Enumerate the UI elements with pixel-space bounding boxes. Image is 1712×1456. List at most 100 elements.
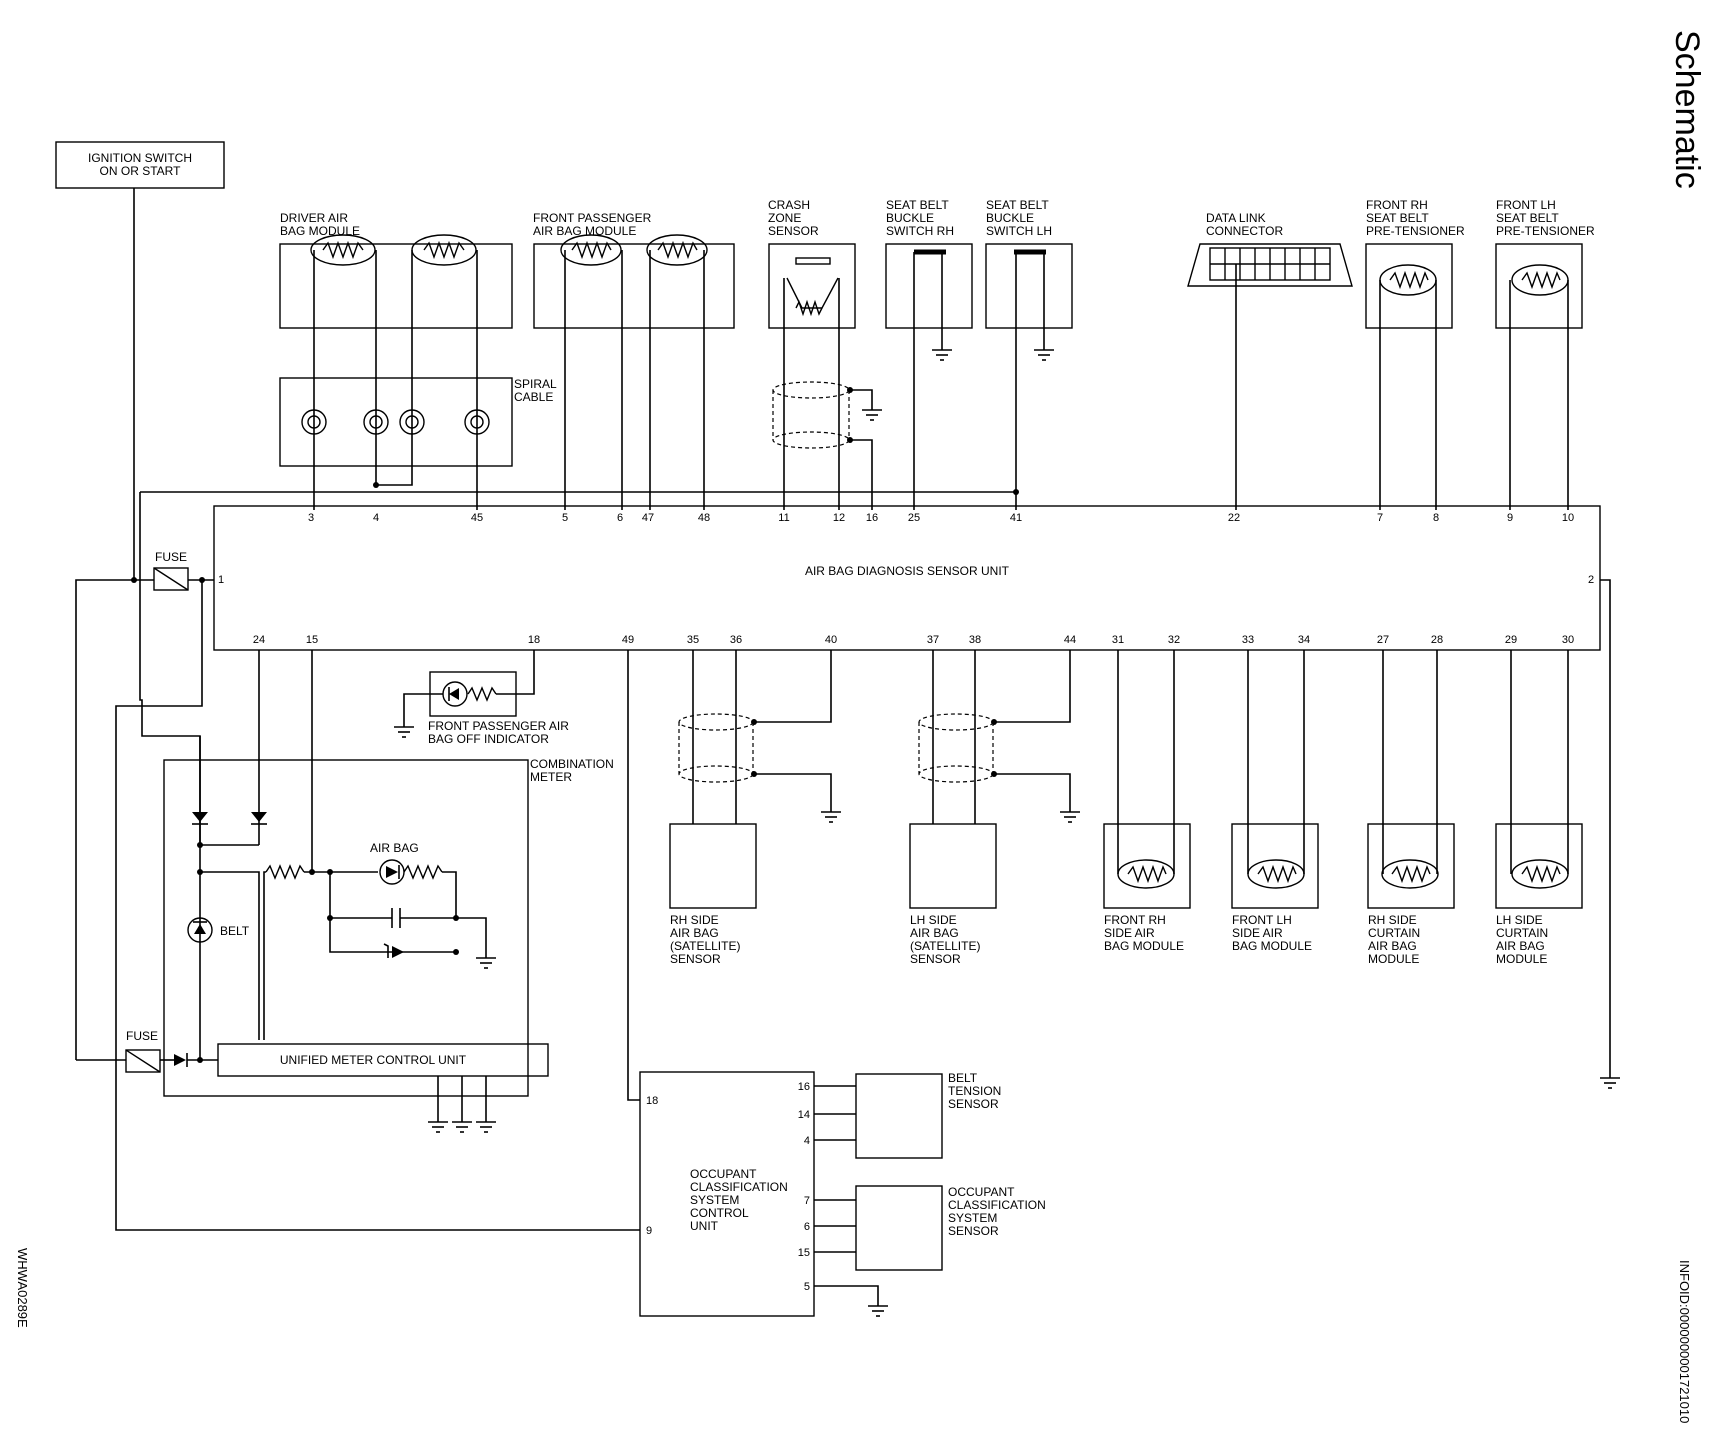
svg-text:6: 6 [617, 512, 623, 524]
svg-text:41: 41 [1010, 512, 1022, 524]
svg-text:PRE-TENSIONER: PRE-TENSIONER [1496, 224, 1595, 238]
svg-text:(SATELLITE): (SATELLITE) [910, 939, 980, 953]
svg-text:SPIRAL: SPIRAL [514, 377, 557, 391]
front-passenger-airbag-off-indicator: FRONT PASSENGER AIR BAG OFF INDICATOR [428, 671, 569, 746]
svg-text:31: 31 [1112, 634, 1124, 646]
svg-text:CLASSIFICATION: CLASSIFICATION [948, 1198, 1046, 1212]
crash-zone-sensor: CRASH ZONE SENSOR [768, 198, 856, 329]
svg-text:12: 12 [833, 512, 845, 524]
svg-text:CLASSIFICATION: CLASSIFICATION [690, 1180, 788, 1194]
combination-meter: COMBINATION METER [163, 757, 614, 1097]
svg-text:1: 1 [218, 574, 224, 586]
svg-text:BUCKLE: BUCKLE [986, 211, 1034, 225]
svg-text:38: 38 [969, 634, 981, 646]
svg-text:ZONE: ZONE [768, 211, 801, 225]
svg-text:CONTROL: CONTROL [690, 1206, 749, 1220]
svg-text:CURTAIN: CURTAIN [1368, 926, 1420, 940]
svg-text:SENSOR: SENSOR [948, 1224, 999, 1238]
fuse-2: FUSE [125, 1029, 161, 1073]
rh-side-curtain-airbag-module: RH SIDE CURTAIN AIR BAG MODULE [1367, 650, 1455, 966]
top-pin-labels: 3 4 45 5 6 47 48 11 12 16 25 41 22 7 8 9… [308, 512, 1574, 524]
svg-text:BELT: BELT [948, 1071, 978, 1085]
svg-text:16: 16 [866, 512, 878, 524]
svg-text:IGNITION SWITCH: IGNITION SWITCH [88, 151, 192, 165]
svg-text:(SATELLITE): (SATELLITE) [670, 939, 740, 953]
svg-text:METER: METER [530, 770, 572, 784]
svg-text:FRONT RH: FRONT RH [1366, 198, 1428, 212]
svg-text:FRONT RH: FRONT RH [1104, 913, 1166, 927]
svg-text:AIR BAG: AIR BAG [1368, 939, 1417, 953]
svg-text:BAG MODULE: BAG MODULE [1232, 939, 1312, 953]
svg-text:RH SIDE: RH SIDE [670, 913, 719, 927]
front-lh-pretensioner: FRONT LH SEAT BELT PRE-TENSIONER [1495, 198, 1595, 329]
svg-text:14: 14 [798, 1109, 810, 1121]
svg-text:24: 24 [253, 634, 265, 646]
svg-text:SENSOR: SENSOR [910, 952, 961, 966]
data-link-connector: DATA LINK CONNECTOR [1187, 211, 1353, 287]
svg-text:AIR BAG: AIR BAG [370, 841, 419, 855]
svg-text:FUSE: FUSE [155, 550, 187, 564]
svg-text:FRONT PASSENGER AIR: FRONT PASSENGER AIR [428, 719, 569, 733]
svg-text:8: 8 [1433, 512, 1439, 524]
svg-text:PRE-TENSIONER: PRE-TENSIONER [1366, 224, 1465, 238]
svg-text:UNIFIED METER CONTROL UNIT: UNIFIED METER CONTROL UNIT [280, 1053, 467, 1067]
svg-text:5: 5 [804, 1281, 810, 1293]
svg-text:SEAT BELT: SEAT BELT [986, 198, 1049, 212]
svg-text:34: 34 [1298, 634, 1310, 646]
svg-text:SYSTEM: SYSTEM [948, 1211, 997, 1225]
seat-belt-buckle-switch-lh: SEAT BELT BUCKLE SWITCH LH [985, 198, 1073, 329]
belt-tension-sensor: BELT TENSION SENSOR [855, 1071, 1001, 1159]
svg-text:FRONT LH: FRONT LH [1496, 198, 1556, 212]
svg-text:15: 15 [306, 634, 318, 646]
svg-text:BAG OFF INDICATOR: BAG OFF INDICATOR [428, 732, 549, 746]
svg-text:LH SIDE: LH SIDE [1496, 913, 1543, 927]
occupant-classification-control-unit: OCCUPANT CLASSIFICATION SYSTEM CONTROL U… [639, 1071, 815, 1317]
unified-meter-control-unit: UNIFIED METER CONTROL UNIT [217, 1043, 549, 1077]
svg-text:49: 49 [622, 634, 634, 646]
svg-text:40: 40 [825, 634, 837, 646]
svg-text:OCCUPANT: OCCUPANT [948, 1185, 1015, 1199]
svg-text:18: 18 [646, 1095, 658, 1107]
svg-text:RH SIDE: RH SIDE [1368, 913, 1417, 927]
page-title: Schematic [1668, 30, 1706, 189]
svg-text:5: 5 [562, 512, 568, 524]
lh-satellite-shield [918, 713, 994, 783]
svg-text:4: 4 [804, 1135, 810, 1147]
svg-text:33: 33 [1242, 634, 1254, 646]
svg-text:OCCUPANT: OCCUPANT [690, 1167, 757, 1181]
svg-text:15: 15 [798, 1247, 810, 1259]
svg-text:SWITCH RH: SWITCH RH [886, 224, 954, 238]
svg-text:48: 48 [698, 512, 710, 524]
lh-side-curtain-airbag-module: LH SIDE CURTAIN AIR BAG MODULE [1495, 650, 1583, 966]
svg-text:27: 27 [1377, 634, 1389, 646]
svg-text:44: 44 [1064, 634, 1076, 646]
svg-text:AIR BAG: AIR BAG [910, 926, 959, 940]
svg-text:16: 16 [798, 1081, 810, 1093]
occupant-classification-system-sensor: OCCUPANT CLASSIFICATION SYSTEM SENSOR [855, 1185, 1046, 1271]
svg-text:ON OR START: ON OR START [100, 164, 182, 178]
svg-text:CABLE: CABLE [514, 390, 553, 404]
svg-text:3: 3 [308, 512, 314, 524]
svg-text:7: 7 [1377, 512, 1383, 524]
svg-text:SEAT BELT: SEAT BELT [886, 198, 949, 212]
svg-text:AIR BAG DIAGNOSIS SENSOR UNIT: AIR BAG DIAGNOSIS SENSOR UNIT [805, 564, 1010, 578]
ignition-switch: IGNITION SWITCH ON OR START [55, 141, 225, 189]
svg-text:FRONT PASSENGER: FRONT PASSENGER [533, 211, 652, 225]
svg-text:SWITCH LH: SWITCH LH [986, 224, 1052, 238]
svg-text:CONNECTOR: CONNECTOR [1206, 224, 1283, 238]
right-side-code: INFOID:0000000001721010 [1677, 1260, 1692, 1423]
svg-text:UNIT: UNIT [690, 1219, 719, 1233]
svg-text:AIR BAG: AIR BAG [1496, 939, 1545, 953]
svg-text:29: 29 [1505, 634, 1517, 646]
front-passenger-airbag-module: FRONT PASSENGER AIR BAG MODULE [533, 211, 735, 329]
svg-text:SIDE AIR: SIDE AIR [1104, 926, 1155, 940]
svg-text:10: 10 [1562, 512, 1574, 524]
svg-text:DRIVER AIR: DRIVER AIR [280, 211, 348, 225]
svg-text:AIR BAG MODULE: AIR BAG MODULE [533, 224, 636, 238]
front-lh-side-airbag-module: FRONT LH SIDE AIR BAG MODULE [1231, 650, 1319, 953]
svg-text:SENSOR: SENSOR [670, 952, 721, 966]
svg-text:CRASH: CRASH [768, 198, 810, 212]
svg-text:37: 37 [927, 634, 939, 646]
left-side-code: WHWA0289E [15, 1248, 30, 1328]
rh-side-satellite-sensor: RH SIDE AIR BAG (SATELLITE) SENSOR [669, 823, 757, 966]
